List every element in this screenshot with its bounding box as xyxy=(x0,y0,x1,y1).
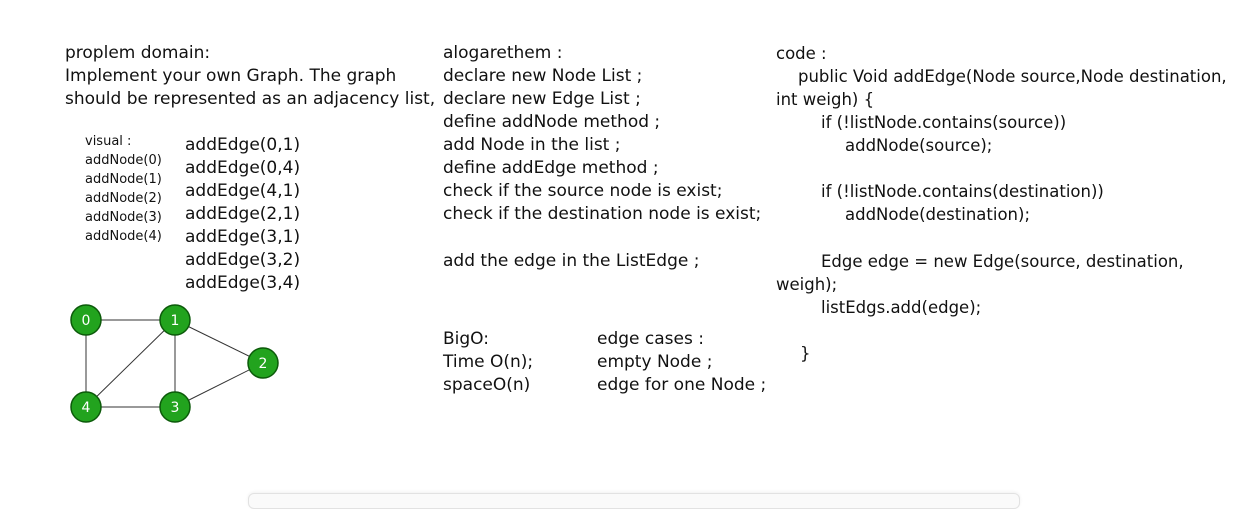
add-edge-3: addEdge(2,1) xyxy=(185,204,301,224)
problem-heading: proplem domain: xyxy=(65,43,211,63)
bigo-heading: BigO: xyxy=(443,329,489,349)
code-heading: code : xyxy=(776,44,827,63)
code-line-3: if (!listNode.contains(source)) xyxy=(821,113,1067,132)
algorithm-step-1: declare new Node List ; xyxy=(443,66,643,86)
bottom-panel xyxy=(248,493,1020,509)
algorithm-heading: alogarethem : xyxy=(443,43,563,63)
add-edge-0: addEdge(0,1) xyxy=(185,135,301,155)
add-node-4: addNode(4) xyxy=(85,229,162,244)
add-node-3: addNode(3) xyxy=(85,210,162,225)
graph-node-circle xyxy=(159,391,191,423)
edge-case-1: empty Node ; xyxy=(597,352,713,372)
algorithm-step-5: define addEdge method ; xyxy=(443,158,659,178)
edge-case-2: edge for one Node ; xyxy=(597,375,767,395)
algorithm-step-6: check if the source node is exist; xyxy=(443,181,723,201)
graph-node-1: 1 xyxy=(159,304,191,336)
graph-node-label: 1 xyxy=(171,313,180,329)
problem-line-1: Implement your own Graph. The graph xyxy=(65,66,397,86)
add-edge-2: addEdge(4,1) xyxy=(185,181,301,201)
code-line-5: if (!listNode.contains(destination)) xyxy=(821,182,1104,201)
code-line-9: listEdgs.add(edge); xyxy=(821,298,982,317)
graph-node-circle xyxy=(70,304,102,336)
code-line-2: int weigh) { xyxy=(776,90,875,109)
graph-edge-3-2 xyxy=(174,362,264,408)
code-line-1: public Void addEdge(Node source,Node des… xyxy=(798,67,1227,86)
visual-label: visual : xyxy=(85,134,132,149)
graph-node-4: 4 xyxy=(70,391,102,423)
code-closing-brace: } xyxy=(800,344,811,363)
graph-node-circle xyxy=(70,391,102,423)
bigo-space: spaceO(n) xyxy=(443,375,531,395)
add-node-1: addNode(1) xyxy=(85,172,162,187)
algorithm-step-4: add Node in the list ; xyxy=(443,135,621,155)
algorithm-step-7: check if the destination node is exist; xyxy=(443,204,762,224)
code-line-4: addNode(source); xyxy=(845,136,993,155)
graph-node-label: 3 xyxy=(171,400,180,416)
graph-node-circle xyxy=(159,304,191,336)
code-line-6: addNode(destination); xyxy=(845,205,1031,224)
graph-nodes: 0 1 2 3 4 xyxy=(70,304,279,423)
graph-edge-2-1 xyxy=(174,319,264,364)
algorithm-step-3: define addNode method ; xyxy=(443,112,661,132)
edge-cases-heading: edge cases : xyxy=(597,329,704,349)
algorithm-step-2: declare new Edge List ; xyxy=(443,89,641,109)
graph-diagram: 0 1 2 3 4 xyxy=(70,304,279,423)
graph-node-circle xyxy=(247,347,279,379)
add-edge-4: addEdge(3,1) xyxy=(185,227,301,247)
graph-node-0: 0 xyxy=(70,304,102,336)
graph-node-label: 4 xyxy=(82,400,91,416)
add-edge-6: addEdge(3,4) xyxy=(185,273,301,293)
algorithm-final-step: add the edge in the ListEdge ; xyxy=(443,251,700,271)
add-node-2: addNode(2) xyxy=(85,191,162,206)
graph-node-label: 2 xyxy=(259,356,268,372)
code-line-8: weigh); xyxy=(776,275,838,294)
add-edge-1: addEdge(0,4) xyxy=(185,158,301,178)
code-line-7: Edge edge = new Edge(source, destination… xyxy=(821,252,1184,271)
graph-node-2: 2 xyxy=(247,347,279,379)
graph-node-3: 3 xyxy=(159,391,191,423)
add-node-0: addNode(0) xyxy=(85,153,162,168)
graph-edge-4-1 xyxy=(85,319,176,408)
add-edge-5: addEdge(3,2) xyxy=(185,250,301,270)
bigo-time: Time O(n); xyxy=(443,352,534,372)
graph-node-label: 0 xyxy=(82,313,91,329)
problem-line-2: should be represented as an adjacency li… xyxy=(65,89,436,109)
